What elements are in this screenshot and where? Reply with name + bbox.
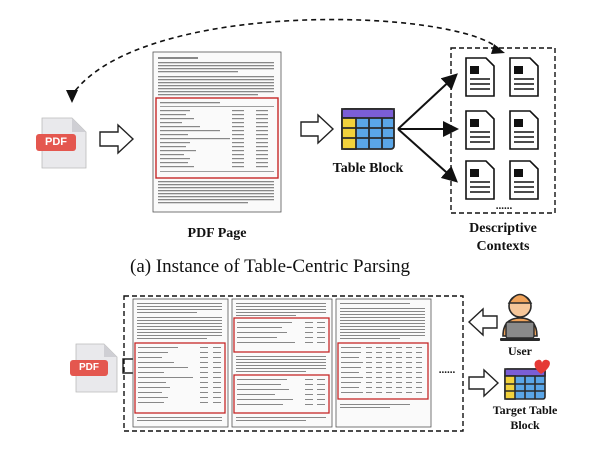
doc-icon [465, 160, 495, 200]
doc-icon [465, 57, 495, 97]
figure-caption-a: (a) Instance of Table-Centric Parsing [130, 256, 411, 277]
descriptive-contexts-label-1: Descriptive [469, 221, 537, 236]
descriptive-contexts-label-2: Contexts [476, 239, 530, 254]
page-thumbnail-3 [335, 298, 432, 428]
highlighted-table-region [155, 97, 279, 179]
hollow-arrow-right [468, 368, 500, 398]
feedback-arrowhead-down [66, 90, 78, 103]
pages-ellipsis: ...... [438, 364, 456, 376]
page-thumbnail-2 [231, 298, 333, 428]
hollow-arrow-left [467, 307, 498, 337]
doc-icon [465, 110, 495, 150]
pdf-badge-text-bottom: PDF [79, 362, 99, 373]
user-icon [500, 293, 540, 341]
doc-icon [509, 57, 539, 97]
table-block-icon [341, 108, 395, 150]
hollow-arrow-2 [300, 113, 335, 145]
context-doc-icons [465, 57, 539, 200]
feedback-arrowhead-right [491, 44, 505, 54]
doc-icon [509, 110, 539, 150]
target-table-label-2: Block [510, 418, 540, 432]
page-thumbnail-1 [132, 298, 229, 428]
target-table-label-1: Target Table [492, 403, 558, 417]
doc-icon [509, 160, 539, 200]
target-table-icon [504, 368, 546, 400]
pdf-file-icon-bottom [70, 343, 118, 393]
user-label: User [508, 344, 532, 358]
pdf-file-icon [36, 117, 87, 169]
pdf-page-document [152, 51, 282, 213]
table-block-label: Table Block [332, 161, 404, 176]
contexts-ellipsis: ...... [495, 200, 513, 212]
heart-icon [534, 359, 550, 374]
context-arrows [397, 73, 459, 183]
pdf-badge-text: PDF [45, 136, 67, 148]
hollow-arrow-1 [99, 123, 135, 155]
pdf-page-label: PDF Page [187, 226, 247, 241]
feedback-dashed-arrow [71, 18, 501, 96]
descriptive-contexts-box [450, 47, 556, 214]
pages-container-box [123, 295, 464, 432]
